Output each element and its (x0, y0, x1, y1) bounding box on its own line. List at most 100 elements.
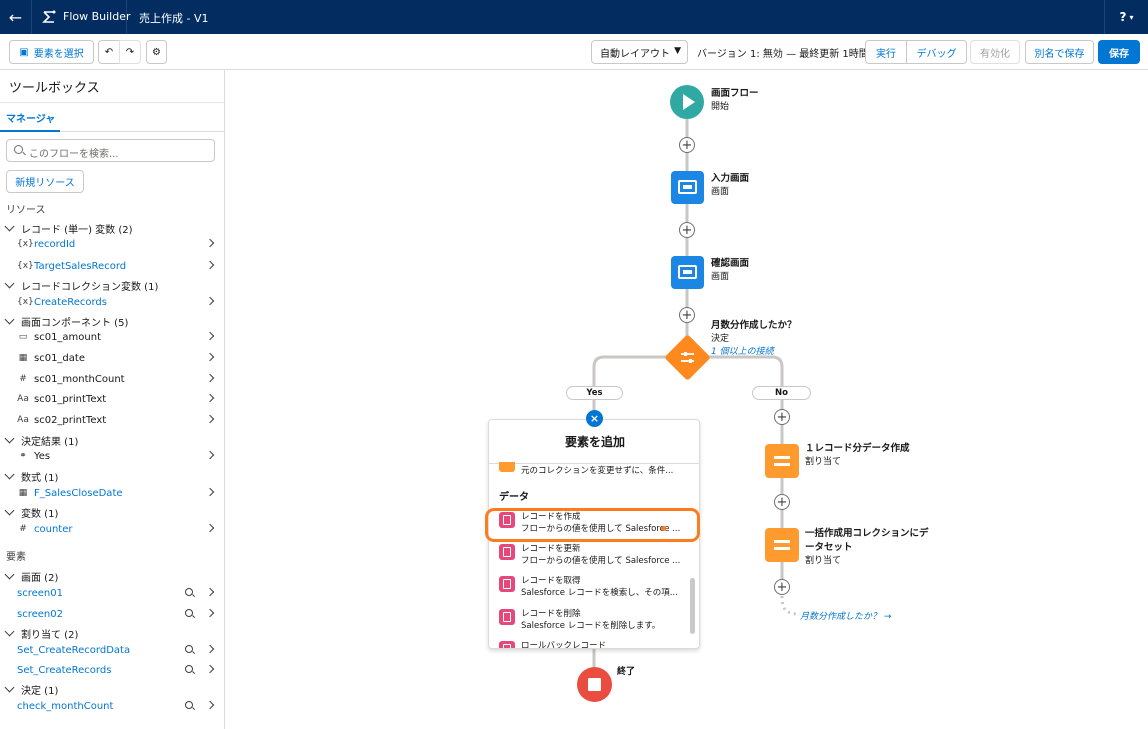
add-element-button[interactable]: + (774, 494, 790, 510)
settings-button[interactable]: ⚙ (146, 40, 167, 64)
rollback-records-icon (499, 641, 515, 648)
assignment-node-collection[interactable] (765, 528, 799, 562)
select-elements-icon: ▣ (19, 46, 29, 58)
assign2-subtitle: 割り当て (805, 556, 842, 566)
resource-item-sc02-printtext[interactable]: Aa sc02_printText (17, 412, 217, 428)
popover-item-truncated[interactable]: 元のコレクションを変更せずに、条件... (499, 462, 689, 476)
screen-icon (678, 180, 697, 194)
resource-group-screen-components[interactable]: 画面コンポーネント (5) (4, 314, 128, 329)
resource-item-sc01-amount[interactable]: ▭ sc01_amount (17, 329, 217, 345)
element-label[interactable]: Set_CreateRecordData (17, 644, 131, 656)
back-arrow-icon[interactable]: ← (0, 0, 32, 34)
element-group-decisions[interactable]: 決定 (1) (4, 682, 59, 697)
group-label: レコード (単一) 変数 (2) (21, 225, 133, 236)
undo-icon: ↶ (104, 46, 114, 58)
popover-item-delete-records[interactable]: レコードを削除 Salesforce レコードを削除します。 (499, 607, 689, 633)
get-records-icon (499, 576, 515, 592)
loop-back-link[interactable]: 月数分作成したか？ → (800, 612, 892, 622)
close-add-element-button[interactable]: × (586, 410, 603, 427)
redo-button[interactable]: ↷ (119, 40, 141, 64)
resource-item-recordid[interactable]: {x} recordId (17, 236, 217, 252)
select-elements-button[interactable]: ▣ 要素を選択 (9, 40, 94, 64)
resource-label[interactable]: CreateRecords (34, 296, 107, 308)
search-icon[interactable] (185, 588, 193, 596)
resource-group-formulas[interactable]: 数式 (1) (4, 469, 58, 484)
resource-item-targetsalesrecord[interactable]: {x} TargetSalesRecord (17, 258, 217, 274)
search-icon[interactable] (185, 609, 193, 617)
resource-group-record-collection[interactable]: レコードコレクション変数 (1) (4, 278, 158, 293)
element-label[interactable]: screen01 (17, 587, 63, 599)
currency-field-icon: ▭ (18, 332, 28, 342)
debug-button[interactable]: デバッグ (906, 40, 967, 64)
element-label[interactable]: check_monthCount (17, 700, 114, 712)
resource-group-variables[interactable]: 変数 (1) (4, 505, 58, 520)
help-menu-button[interactable]: ? ▾ (1104, 0, 1148, 34)
new-resource-button[interactable]: 新規リソース (6, 170, 84, 193)
popover-item-get-records[interactable]: レコードを取得 Salesforce レコードを検索し、その項... (499, 574, 689, 600)
add-element-button[interactable]: + (679, 137, 695, 153)
toolbox-panel: ツールボックス マネージャ このフローを検索... 新規リソース リソース レコ… (0, 70, 225, 729)
resource-label[interactable]: counter (34, 523, 73, 535)
element-item-set-createrecorddata[interactable]: Set_CreateRecordData (17, 642, 217, 658)
element-item-screen01[interactable]: screen01 (17, 585, 217, 601)
decision-connections-link[interactable]: 1 個以上の接続 (711, 347, 774, 357)
save-button[interactable]: 保存 (1098, 40, 1140, 64)
screen-node-confirm[interactable] (671, 256, 704, 289)
activate-button[interactable]: 有効化 (970, 40, 1020, 64)
add-element-button[interactable]: + (774, 409, 790, 425)
outcome-yes-pill[interactable]: Yes (566, 386, 623, 400)
resource-item-sc01-date[interactable]: ▦ sc01_date (17, 350, 217, 366)
run-button[interactable]: 実行 (865, 40, 907, 64)
element-group-screens[interactable]: 画面 (2) (4, 569, 58, 584)
resource-item-createrecords[interactable]: {x} CreateRecords (17, 294, 217, 310)
search-icon[interactable] (185, 701, 193, 709)
screen-node-input[interactable] (671, 171, 704, 204)
add-element-button[interactable]: + (679, 222, 695, 238)
variable-icon: {x} (17, 297, 34, 307)
element-group-assignments[interactable]: 割り当て (2) (4, 626, 78, 641)
resource-item-sc01-monthcount[interactable]: # sc01_monthCount (17, 371, 217, 387)
resource-item-counter[interactable]: # counter (17, 521, 217, 537)
resource-label[interactable]: TargetSalesRecord (34, 260, 127, 272)
element-label[interactable]: screen02 (17, 608, 63, 620)
screen2-subtitle: 画面 (711, 272, 730, 282)
save-as-button[interactable]: 別名で保存 (1025, 40, 1094, 64)
variable-icon: {x} (17, 239, 34, 249)
screen1-title: 入力画面 (711, 173, 750, 184)
resource-label[interactable]: recordId (34, 238, 76, 250)
add-element-button[interactable]: + (679, 307, 695, 323)
delete-records-icon (499, 609, 515, 625)
element-item-check-monthcount[interactable]: check_monthCount (17, 698, 217, 714)
layout-select[interactable]: 自動レイアウト ▼ (591, 40, 688, 64)
group-label: 決定 (1) (21, 686, 59, 697)
popover-item-update-records[interactable]: レコードを更新 フローからの値を使用して Salesforce ... (499, 542, 689, 568)
add-element-button[interactable]: + (774, 579, 790, 595)
resource-group-record-var[interactable]: レコード (単一) 変数 (2) (4, 221, 133, 236)
resource-item-sc01-printtext[interactable]: Aa sc01_printText (17, 391, 217, 407)
outcome-no-pill[interactable]: No (752, 386, 811, 400)
item-title: レコードを削除 (521, 609, 581, 619)
resource-label[interactable]: F_SalesCloseDate (34, 487, 123, 499)
element-label[interactable]: Set_CreateRecords (17, 664, 112, 676)
search-icon[interactable] (185, 665, 193, 673)
app-name: Flow Builder (63, 10, 131, 23)
tab-manager[interactable]: マネージャ (0, 102, 224, 132)
screen1-subtitle: 画面 (711, 187, 730, 197)
truncated-item-text: 元のコレクションを変更せずに、条件... (521, 466, 674, 476)
popover-item-create-records[interactable]: レコードを作成 フローからの値を使用して Salesforce ... (499, 510, 689, 536)
start-node-label: 画面フロー 開始 (711, 85, 759, 112)
popover-item-rollback-records[interactable]: ロールバックレコード (499, 639, 689, 648)
resource-group-decision-outcomes[interactable]: 決定結果 (1) (4, 433, 78, 448)
end-node[interactable] (577, 667, 612, 702)
resource-item-yes[interactable]: ⚭ Yes (17, 448, 217, 464)
start-node[interactable] (670, 85, 704, 119)
assignment-node-single-record[interactable] (765, 444, 799, 478)
popover-scrollbar[interactable] (690, 578, 695, 634)
assignment-icon (774, 540, 790, 550)
element-item-screen02[interactable]: screen02 (17, 606, 217, 622)
item-title: レコードを作成 (521, 512, 581, 522)
resource-item-f-salesclosedate[interactable]: ▦ F_SalesCloseDate (17, 485, 217, 501)
search-input[interactable]: このフローを検索... (6, 139, 215, 162)
element-item-set-createrecords[interactable]: Set_CreateRecords (17, 662, 217, 678)
search-icon[interactable] (185, 645, 193, 653)
